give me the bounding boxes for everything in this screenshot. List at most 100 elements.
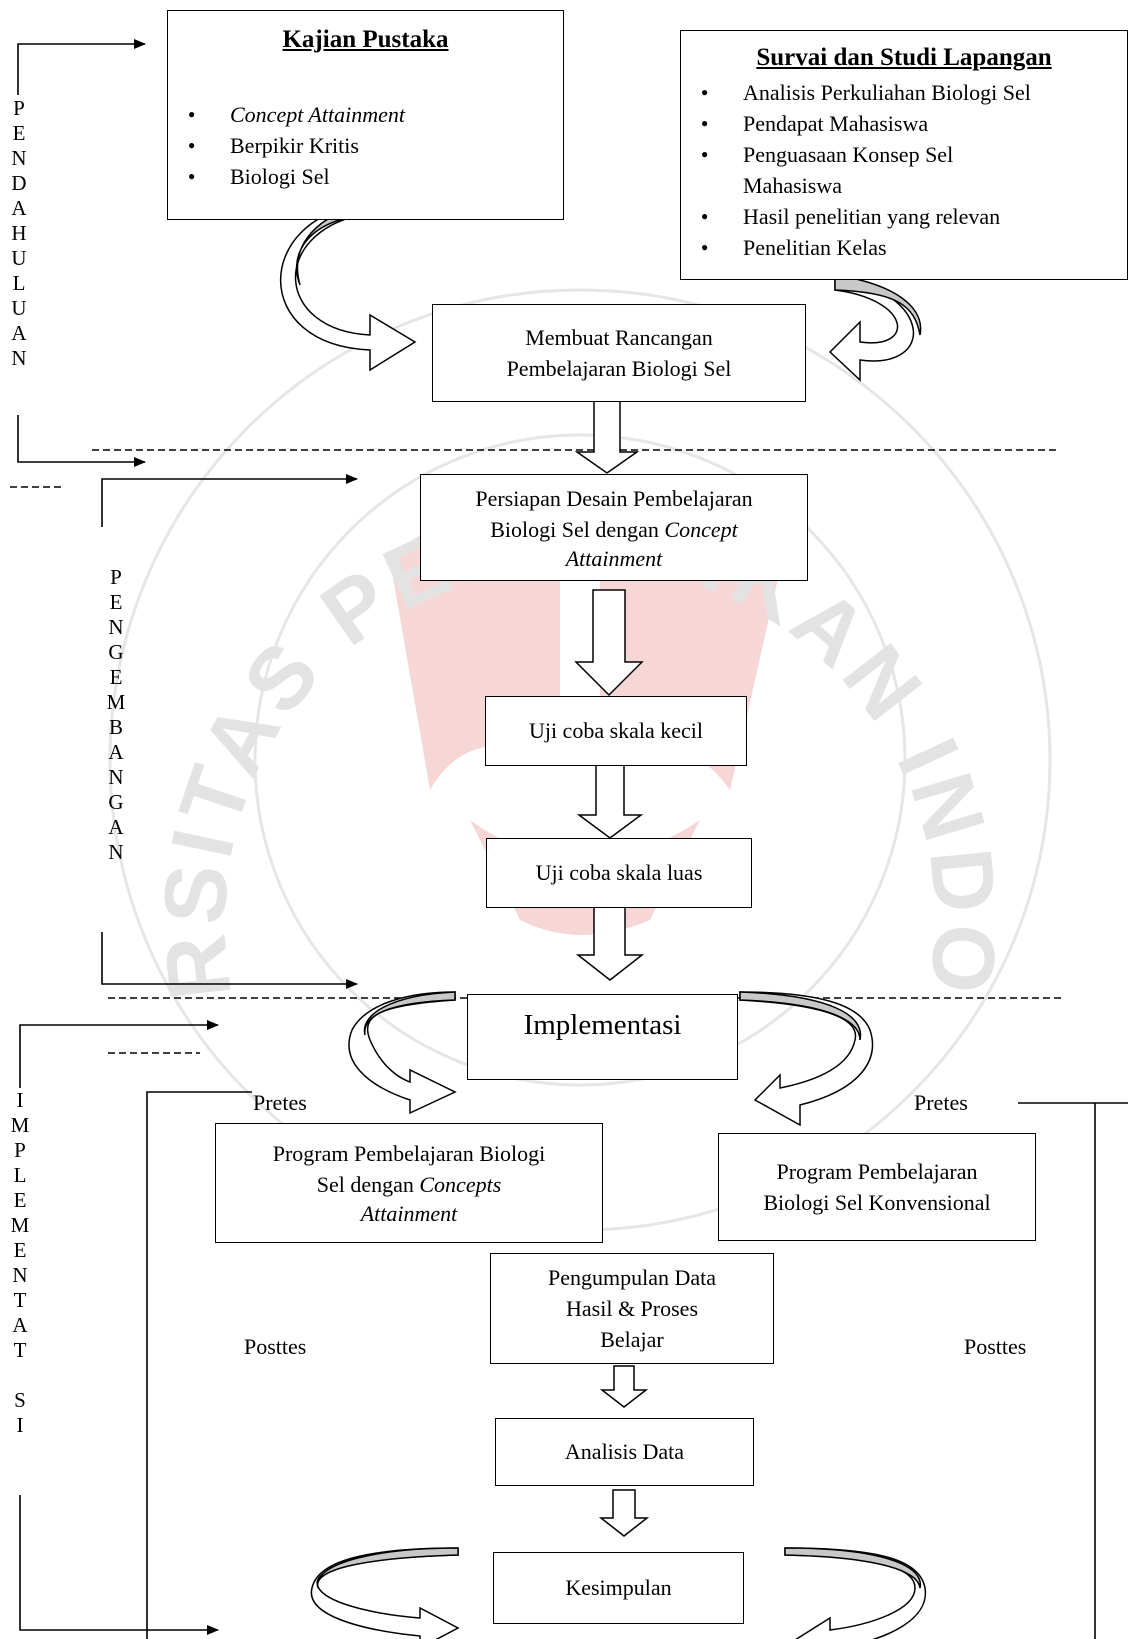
persiapan-box: Persiapan Desain Pembelajaran Biologi Se… (420, 474, 808, 581)
stage-letter: M (10, 1113, 30, 1137)
survai-title: Survai dan Studi Lapangan (756, 44, 1052, 71)
pretes-right-label: Pretes (914, 1090, 968, 1115)
curved-arrow-collect-left (310, 1547, 460, 1639)
stage-letter: N (12, 1263, 28, 1287)
uji-coba-luas-text: Uji coba skala luas (535, 860, 703, 885)
stage-letter: M (10, 1213, 30, 1237)
stage-letter: A (11, 196, 27, 220)
survai-item: Penelitian Kelas (681, 232, 1121, 263)
implementasi-bottom-arrow (19, 1495, 219, 1635)
stage-letter: N (11, 146, 27, 170)
stage-letter: P (13, 96, 25, 120)
persiapan-line2: Biologi Sel dengan Concept (490, 517, 738, 542)
survai-item: Penguasaan Konsep Sel Mahasiswa (681, 139, 1043, 201)
stage-letter: E (109, 665, 123, 689)
stage-letter: T (13, 1338, 27, 1362)
stage-letter: B (108, 715, 123, 739)
kajian-pustaka-list: Concept Attainment Berpikir Kritis Biolo… (168, 99, 405, 192)
pengembangan-bottom-arrow (101, 932, 358, 989)
persiapan-line1: Persiapan Desain Pembelajaran (475, 486, 753, 511)
stage-letter: G (108, 640, 124, 664)
curved-arrow-impl-right (739, 991, 874, 1127)
stage-letter: G (108, 790, 124, 814)
uji-coba-kecil-box: Uji coba skala kecil (485, 696, 747, 766)
posttes-left-label: Posttes (244, 1334, 307, 1359)
analisis-data-text: Analisis Data (564, 1439, 685, 1464)
stage-letter: L (12, 271, 26, 295)
program-ca-line3: Attainment (360, 1201, 458, 1226)
rancangan-box: Membuat Rancangan Pembelajaran Biologi S… (432, 304, 806, 402)
kajian-item: Berpikir Kritis (168, 130, 405, 161)
kajian-pustaka-title: Kajian Pustaka (282, 26, 449, 53)
stage-letter: N (108, 615, 124, 639)
down-arrow-5 (599, 1365, 649, 1408)
kajian-item: Biologi Sel (168, 161, 405, 192)
stage-letter: N (11, 346, 27, 370)
survai-item: Analisis Perkuliahan Biologi Sel (681, 77, 1121, 108)
pretes-left-line (146, 1091, 252, 1639)
kajian-item: Concept Attainment (168, 99, 405, 130)
stage-letter: E (109, 590, 123, 614)
stage-letter: E (12, 121, 26, 145)
program-ca-box: Program Pembelajaran Biologi Sel dengan … (215, 1123, 603, 1243)
stage-letter: U (11, 246, 27, 270)
down-arrow-2 (574, 589, 644, 697)
pendahuluan-bottom-arrow (17, 415, 146, 467)
analisis-data-box: Analisis Data (495, 1418, 754, 1486)
rancangan-text: Membuat Rancangan Pembelajaran Biologi S… (506, 325, 732, 381)
pengumpulan-line2: Hasil & Proses (566, 1296, 698, 1321)
stage-letter: T (13, 1288, 27, 1312)
posttes-right-label: Posttes (964, 1334, 1027, 1359)
pengembangan-top-arrow (101, 474, 358, 527)
stage-letter: P (14, 1138, 26, 1162)
stage-letter: P (110, 565, 122, 589)
curved-arrow-survai (828, 274, 915, 382)
curved-arrow-kajian (280, 204, 417, 372)
kajian-pustaka-box: Kajian Pustaka Concept Attainment Berpik… (167, 10, 564, 220)
stage-letter: I (16, 1413, 24, 1437)
stage-letter: N (108, 765, 124, 789)
curved-arrow-impl-left (348, 991, 457, 1115)
stage-letter: A (11, 321, 27, 345)
stage-letter: S (14, 1388, 26, 1412)
down-arrow-3 (576, 764, 644, 839)
pendahuluan-top-arrow (17, 39, 146, 95)
curved-arrow-collect-right (784, 1547, 927, 1639)
stage-letter: E (13, 1238, 27, 1262)
stage-letter: D (11, 171, 27, 195)
stage-letter: A (108, 815, 124, 839)
kesimpulan-box: Kesimpulan (493, 1552, 744, 1624)
stage-letter: U (11, 296, 27, 320)
stage-letter: E (13, 1188, 27, 1212)
stage-letter: N (108, 840, 124, 864)
implementasi-top-arrow (19, 1020, 219, 1088)
down-arrow-6 (598, 1489, 650, 1537)
program-konv-line1: Program Pembelajaran (776, 1159, 978, 1184)
program-ca-line2: Sel dengan Concepts (316, 1172, 502, 1197)
stage-letter: H (11, 221, 27, 245)
kesimpulan-text: Kesimpulan (565, 1575, 672, 1600)
pretes-left-label: Pretes (253, 1090, 307, 1115)
stage-letter: I (16, 1088, 24, 1112)
survai-list: Analisis Perkuliahan Biologi Sel Pendapa… (681, 77, 1121, 263)
program-konvensional-box: Program Pembelajaran Biologi Sel Konvens… (718, 1133, 1036, 1241)
down-arrow-1 (574, 399, 640, 474)
survai-box: Survai dan Studi Lapangan Analisis Perku… (680, 30, 1128, 280)
stage-letter: A (12, 1313, 28, 1337)
uji-coba-luas-box: Uji coba skala luas (486, 838, 752, 908)
survai-item: Pendapat Mahasiswa (681, 108, 1121, 139)
pengumpulan-data-box: Pengumpulan Data Hasil & Proses Belajar (490, 1253, 774, 1364)
stage-letter: A (108, 740, 124, 764)
implementasi-box: Implementasi (467, 994, 738, 1080)
stage-letter: M (106, 690, 126, 714)
program-konv-line2: Biologi Sel Konvensional (763, 1190, 991, 1215)
survai-item: Hasil penelitian yang relevan (681, 201, 1121, 232)
persiapan-line3: Attainment (565, 546, 663, 571)
stage-letter (7, 1363, 33, 1388)
pengumpulan-line3: Belajar (600, 1327, 664, 1352)
stage-letter: L (13, 1163, 27, 1187)
